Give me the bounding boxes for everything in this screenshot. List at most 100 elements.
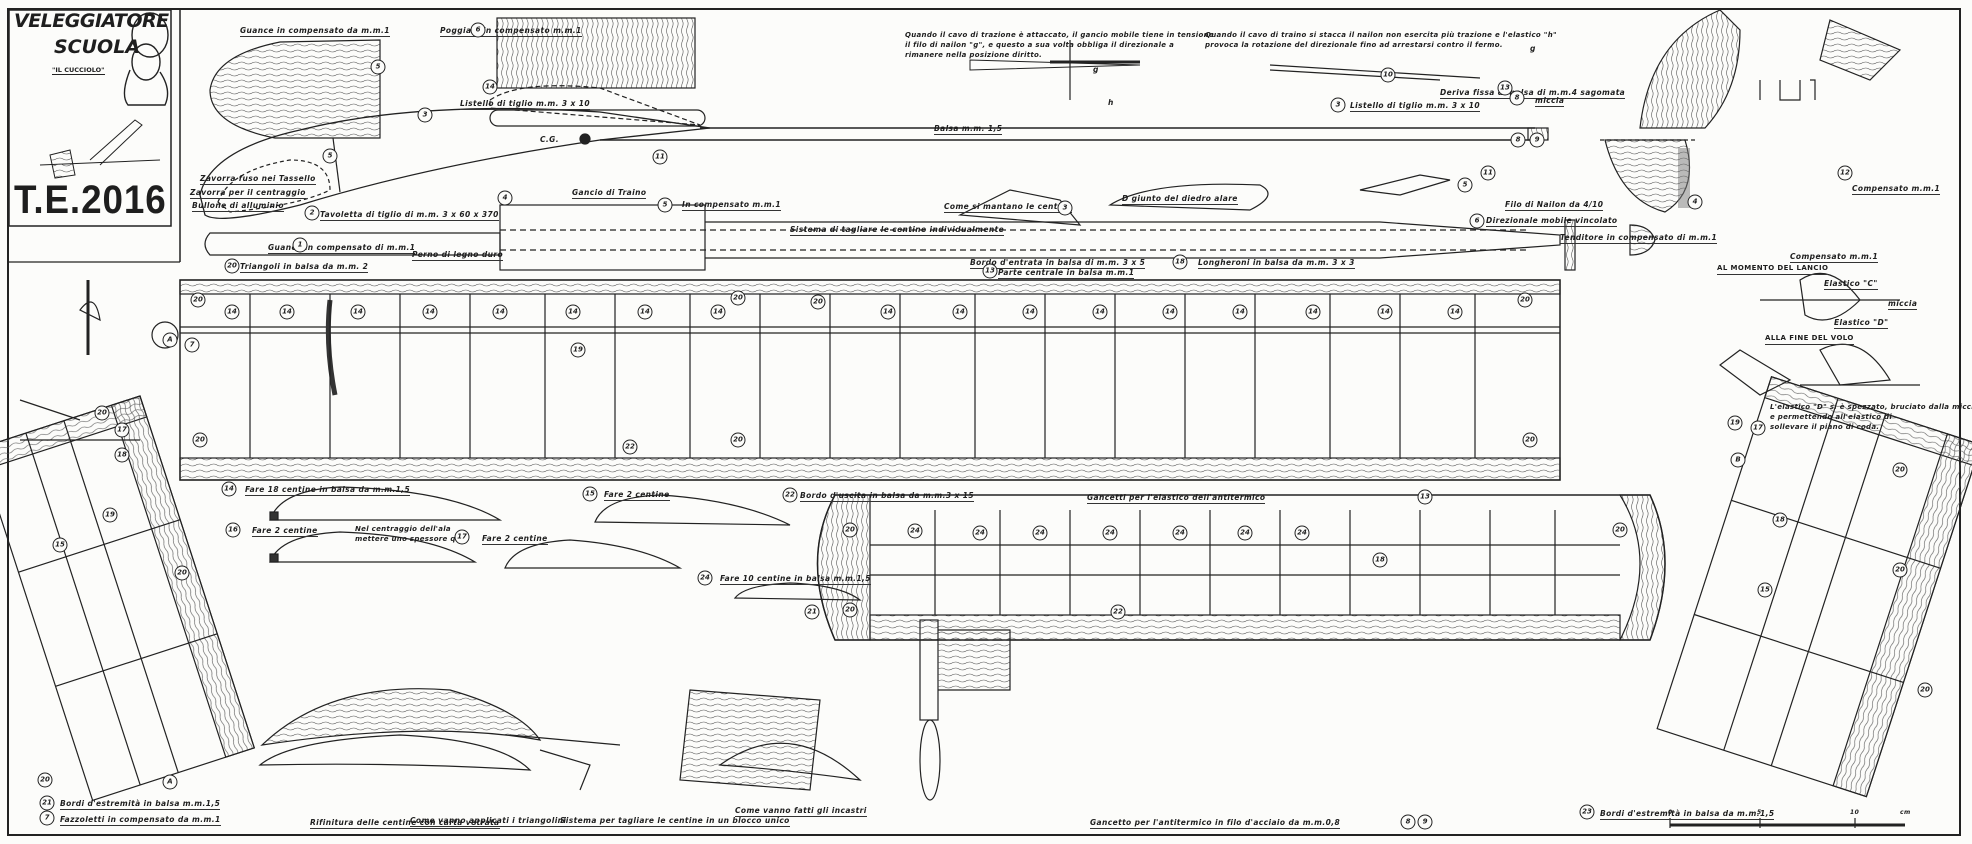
annotation-label: D giunto del diedro alare [1122, 194, 1238, 205]
annotation-label: Longheroni in balsa da m.m. 3 x 3 [1198, 258, 1355, 269]
part-number-callout: 14 [492, 304, 508, 320]
part-number-callout: 12 [1837, 165, 1853, 181]
part-number-callout: 14 [637, 304, 653, 320]
part-number-callout: 20 [37, 772, 53, 788]
annotation-label: Rifinitura delle centine con carta vetra… [310, 818, 500, 829]
annotation-label: C.G. [540, 135, 559, 144]
part-number-callout: 20 [1522, 432, 1538, 448]
annotation-label: Fazzoletti in compensato da m.m.1 [60, 815, 221, 826]
part-number-callout: 14 [422, 304, 438, 320]
part-number-callout: 14 [221, 481, 237, 497]
nose-cone [1629, 224, 1656, 256]
part-number-callout: 13 [1497, 80, 1513, 96]
part-number-callout: 2 [304, 205, 320, 221]
annotation-label: Bordo d'uscita in balsa da m.m.3 x 15 [800, 491, 974, 502]
part-number-callout: 20 [842, 602, 858, 618]
annotation-label: Gancetto per l'antitermico in filo d'acc… [1090, 818, 1341, 829]
annotation-label: AL MOMENTO DEL LANCIO [1717, 264, 1829, 275]
part-number-callout: 22 [1110, 604, 1126, 620]
part-number-callout: 24 [907, 523, 923, 539]
tow-hook [1759, 79, 1816, 101]
annotation-label: Balsa m.m. 1,5 [934, 124, 1003, 135]
annotation-label: Come si mantano le centine [944, 202, 1072, 213]
scale-bar-tick-label: 10 [1850, 809, 1860, 816]
part-number-callout: 14 [350, 304, 366, 320]
annotation-label: Direzionale mobile vincolato [1486, 216, 1618, 227]
part-number-callout: 14 [710, 304, 726, 320]
sheet-border [7, 8, 1961, 836]
headrest-plate [496, 17, 696, 89]
part-number-callout: 19 [1727, 415, 1743, 431]
part-number-callout: 10 [1380, 67, 1396, 83]
annotation-label: ALLA FINE DEL VOLO [1765, 334, 1854, 345]
part-number-callout: 22 [622, 439, 638, 455]
fuselage-nose [199, 107, 711, 219]
part-number-callout: 7 [184, 337, 200, 353]
annotation-label: Compensato m.m.1 [1790, 252, 1879, 263]
part-number-callout: 7 [39, 810, 55, 826]
annotation-label: Guance in compensato da m.m.1 [240, 26, 390, 37]
annotation-label: Come vanno applicati i triangolini [410, 816, 567, 827]
part-number-callout: 9 [1529, 132, 1545, 148]
part-number-callout: 14 [880, 304, 896, 320]
annotation-label: Triangoli in balsa da m.m. 2 [240, 262, 369, 273]
model-code: T.E.2016 [14, 178, 167, 222]
part-number-callout: 8 [1400, 814, 1416, 830]
title-scuola: SCUOLA [54, 36, 141, 58]
part-number-callout: 17 [454, 529, 470, 545]
part-number-callout: 19 [102, 507, 118, 523]
part-number-callout: 20 [810, 294, 826, 310]
part-number-callout: 6 [470, 22, 486, 38]
annotation-label: Gancio di Traino [572, 188, 647, 199]
part-number-callout: 5 [657, 197, 673, 213]
part-number-callout: 24 [1032, 525, 1048, 541]
part-number-callout: 24 [972, 525, 988, 541]
scale-bar-tick-label: cm [1900, 809, 1911, 816]
part-number-callout: 5 [370, 59, 386, 75]
annotation-label: Gancetti per l'elastico dell'antitermico [1087, 493, 1266, 504]
annotation-label: Come vanno fatti gli incastri [735, 806, 867, 817]
part-number-callout: 20 [1517, 292, 1533, 308]
part-number-callout: 17 [114, 422, 130, 438]
cartoon-mascot [123, 12, 169, 106]
part-number-callout: 5 [1457, 177, 1473, 193]
fuselage-top-view [204, 232, 501, 256]
part-number-callout: 14 [1377, 304, 1393, 320]
part-number-callout: 21 [804, 604, 820, 620]
part-number-callout: 14 [1232, 304, 1248, 320]
annotation-label: Listello di tiglio m.m. 3 x 10 [460, 99, 591, 110]
annotation-label: Fare 2 centine [252, 526, 318, 537]
explanatory-note: Quando il cavo di traino si stacca il na… [1205, 31, 1557, 49]
annotation-label: Fare 2 centine [482, 534, 548, 545]
part-number-callout: 5 [322, 148, 338, 164]
part-number-callout: 20 [190, 292, 206, 308]
annotation-label: Listello di tiglio m.m. 3 x 10 [1350, 101, 1481, 112]
part-number-callout: 8 [1509, 90, 1525, 106]
part-number-callout: 14 [952, 304, 968, 320]
part-number-callout: 14 [1022, 304, 1038, 320]
annotation-label: Sistema per tagliare le centine in un bl… [560, 816, 790, 827]
part-number-callout: 15 [582, 486, 598, 502]
explanatory-note: Nel centraggio dell'ala mettere uno spes… [355, 525, 463, 543]
part-number-callout: 20 [730, 432, 746, 448]
explanatory-note: L'elastico "D" si è spezzato, bruciato d… [1770, 403, 1972, 431]
annotation-label: Bullone di alluminio [192, 201, 284, 212]
part-number-callout: 6 [1469, 213, 1485, 229]
part-number-callout: 20 [730, 290, 746, 306]
rib-profiles [258, 486, 1011, 801]
part-number-callout: 14 [482, 79, 498, 95]
part-number-callout: 24 [1172, 525, 1188, 541]
part-number-callout: 19 [570, 342, 586, 358]
part-number-callout: 20 [192, 432, 208, 448]
part-number-callout: 20 [94, 405, 110, 421]
part-number-callout: 4 [497, 190, 513, 206]
part-number-callout: 20 [1917, 682, 1933, 698]
annotation-label: Tavoletta di tiglio di m.m. 3 x 60 x 370 [320, 210, 499, 221]
annotation-label: Guance in compensato di m.m.1 [268, 243, 416, 254]
part-number-callout: 21 [39, 795, 55, 811]
part-number-callout: 24 [1102, 525, 1118, 541]
annotation-label: Compensato m.m.1 [1852, 184, 1941, 195]
part-number-callout: 20 [224, 258, 240, 274]
annotation-label: h [1108, 98, 1114, 107]
part-number-callout: 13 [982, 263, 998, 279]
